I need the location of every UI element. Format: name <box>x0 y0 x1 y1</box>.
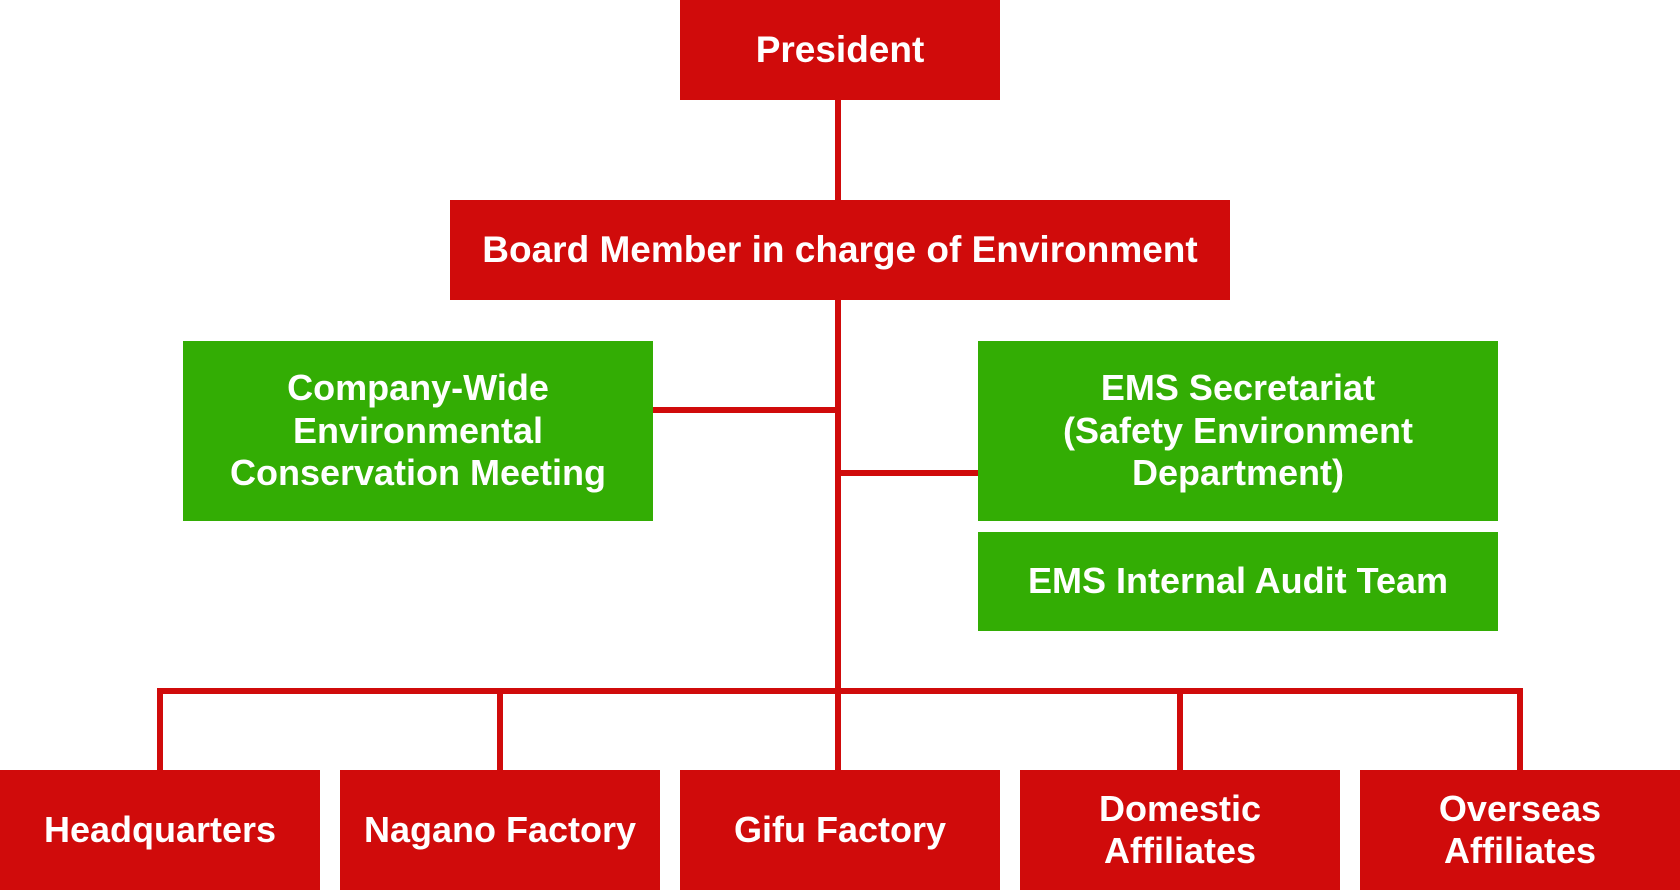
site-nagano-factory-label: Nagano Factory <box>363 808 637 850</box>
site-gifu-factory-box: Gifu Factory <box>680 770 1000 890</box>
connector-meeting-branch <box>652 407 841 413</box>
connector-president-board <box>835 100 841 201</box>
connector-board-trunk <box>835 300 841 772</box>
site-domestic-affiliates-box: Domestic Affiliates <box>1020 770 1340 890</box>
conservation-meeting-box: Company-Wide Environmental Conservation … <box>183 341 653 521</box>
ems-audit-team-label: EMS Internal Audit Team <box>1027 560 1449 602</box>
site-gifu-factory-label: Gifu Factory <box>733 808 947 850</box>
conservation-meeting-label: Company-Wide Environmental Conservation … <box>229 367 607 494</box>
ems-secretariat-box: EMS Secretariat (Safety Environment Depa… <box>978 341 1498 521</box>
site-domestic-affiliates-label: Domestic Affiliates <box>1098 787 1262 871</box>
site-headquarters-box: Headquarters <box>0 770 320 890</box>
ems-audit-team-box: EMS Internal Audit Team <box>978 532 1498 631</box>
connector-site-nagano <box>497 688 503 772</box>
connector-site-overseas <box>1517 688 1523 772</box>
connector-secretariat-branch <box>835 470 979 476</box>
ems-secretariat-label: EMS Secretariat (Safety Environment Depa… <box>1062 367 1414 494</box>
connector-site-headquarters <box>157 688 163 772</box>
president-box: President <box>680 0 1000 100</box>
connector-sites-bus <box>157 688 1523 694</box>
site-nagano-factory-box: Nagano Factory <box>340 770 660 890</box>
site-overseas-affiliates-label: Overseas Affiliates <box>1438 787 1602 871</box>
site-headquarters-label: Headquarters <box>43 808 277 850</box>
president-label: President <box>755 29 925 71</box>
board-member-box: Board Member in charge of Environment <box>450 200 1230 300</box>
board-member-label: Board Member in charge of Environment <box>482 229 1198 271</box>
connector-site-domestic <box>1177 688 1183 772</box>
site-overseas-affiliates-box: Overseas Affiliates <box>1360 770 1680 890</box>
